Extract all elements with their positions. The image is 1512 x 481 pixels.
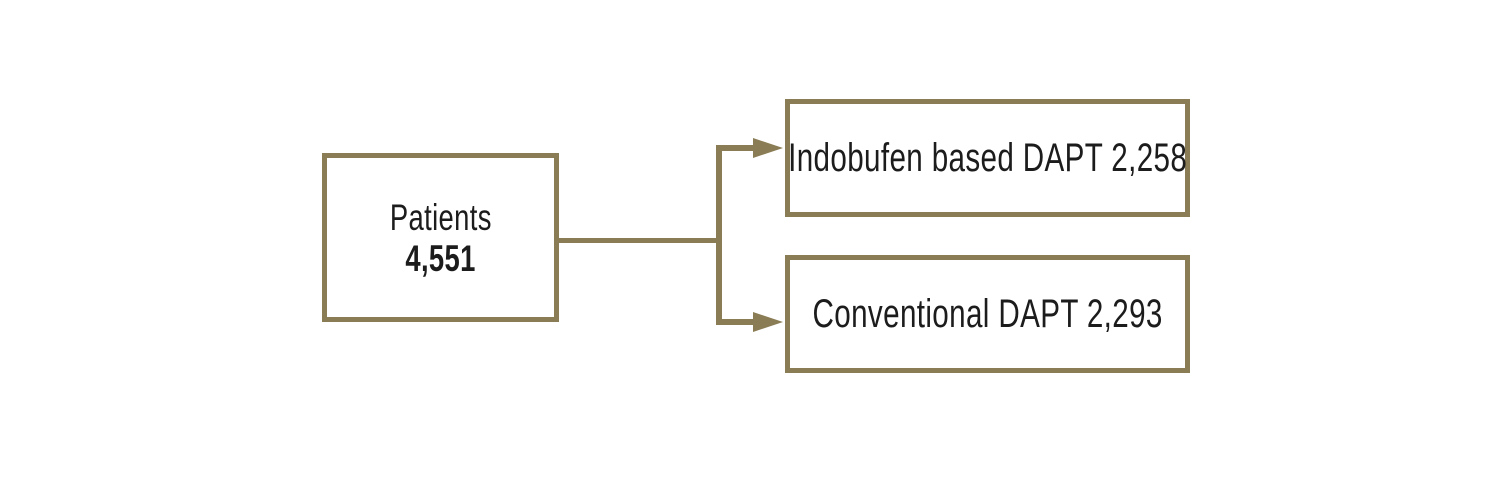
arrowhead-bottom-icon: [753, 312, 783, 332]
connector-stem-line: [558, 238, 722, 243]
conventional-dapt-label: Conventional DAPT 2,293: [812, 291, 1163, 336]
connector-vertical-line: [716, 145, 722, 325]
conventional-dapt-box: Conventional DAPT 2,293: [785, 255, 1190, 373]
indobufen-dapt-label: Indobufen based DAPT 2,258: [787, 135, 1188, 180]
connector-top-branch-line: [716, 145, 754, 151]
indobufen-dapt-box: Indobufen based DAPT 2,258: [785, 99, 1190, 217]
patients-box: Patients 4,551: [322, 153, 559, 322]
patients-label: Patients: [389, 196, 492, 238]
arrowhead-top-icon: [753, 138, 783, 158]
patients-count: 4,551: [405, 237, 476, 279]
connector-bottom-branch-line: [716, 319, 754, 325]
